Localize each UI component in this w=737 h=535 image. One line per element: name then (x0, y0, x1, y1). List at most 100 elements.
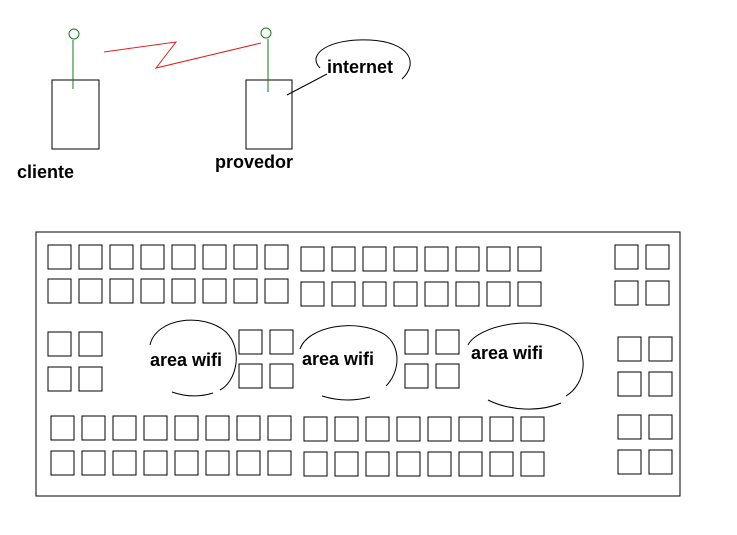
building-cell (365, 416, 390, 442)
building-cell (112, 450, 137, 476)
wifi-area-3-icon (467, 322, 584, 397)
building-cell (47, 331, 72, 357)
wifi-area-1-label: area wifi (150, 350, 222, 370)
building-cell (109, 244, 134, 270)
building-cell (140, 278, 165, 304)
building-cell (520, 451, 545, 477)
building-cell (81, 450, 106, 476)
building-cell (648, 371, 673, 397)
radio-link-icon (103, 41, 262, 69)
wifi-area-2-bottom (321, 395, 371, 401)
building-cell (303, 451, 328, 477)
provider-label: provedor (215, 152, 293, 172)
building-cell (645, 280, 670, 306)
building-cell (334, 451, 359, 477)
wifi-area-3-label: area wifi (471, 343, 543, 363)
building-cell (424, 281, 449, 307)
building-cell (331, 281, 356, 307)
building-cell (47, 244, 72, 270)
building-cell (617, 371, 642, 397)
building-cell (303, 416, 328, 442)
building-cell (404, 363, 429, 389)
building-cell (396, 416, 421, 442)
building-cell (362, 246, 387, 272)
building-cell (174, 450, 199, 476)
building-cell (489, 451, 514, 477)
building-cell (47, 366, 72, 392)
wifi-area-1-bottom (171, 391, 214, 397)
building-cell (202, 244, 227, 270)
client-label: cliente (17, 162, 74, 182)
building-cell (455, 281, 480, 307)
wifi-area-2-label: area wifi (302, 349, 374, 369)
building-cell (648, 414, 673, 440)
building-cell (486, 246, 511, 272)
building-cell (614, 280, 639, 306)
building-cell (236, 450, 261, 476)
building-cell (617, 449, 642, 475)
building-cell (50, 415, 75, 441)
building-cell (267, 415, 292, 441)
building-cell (331, 246, 356, 272)
building-cell (238, 363, 263, 389)
building-cell (365, 451, 390, 477)
building-cell (171, 244, 196, 270)
building-cell (264, 244, 289, 270)
building-cell (300, 281, 325, 307)
building-cell (267, 450, 292, 476)
building-cell (202, 278, 227, 304)
building-cell (435, 363, 460, 389)
building-cell (455, 246, 480, 272)
building-cell (486, 281, 511, 307)
building-cell (520, 416, 545, 442)
building-cell (458, 451, 483, 477)
building-cell (233, 278, 258, 304)
client-antenna-tip-icon (68, 28, 80, 40)
building-cell (78, 244, 103, 270)
building-cell (264, 278, 289, 304)
provider-antenna-tip-icon (260, 27, 272, 39)
building-cells (47, 244, 673, 477)
internet-cloud-icon (315, 39, 411, 80)
building-cell (174, 415, 199, 441)
building-cell (617, 336, 642, 362)
building-cell (393, 246, 418, 272)
building-cell (205, 450, 230, 476)
building-cell (109, 278, 134, 304)
client-device-box (51, 79, 100, 150)
building-cell (614, 244, 639, 270)
building-cell (300, 246, 325, 272)
building-cell (143, 415, 168, 441)
building-cell (238, 329, 263, 355)
building-cell (269, 329, 294, 355)
building-cell (236, 415, 261, 441)
building-cell (81, 415, 106, 441)
building-cell (171, 278, 196, 304)
internet-label: internet (327, 57, 393, 77)
building-cell (334, 416, 359, 442)
building-cell (435, 329, 460, 355)
building-cell (233, 244, 258, 270)
building-cell (458, 416, 483, 442)
building-cell (427, 416, 452, 442)
wifi-area-2-icon (299, 325, 398, 387)
building-cell (269, 363, 294, 389)
provider-device-box (245, 79, 293, 150)
building-cell (362, 281, 387, 307)
building-cell (78, 366, 103, 392)
building-cell (645, 244, 670, 270)
building-cell (140, 244, 165, 270)
building-cell (396, 451, 421, 477)
building-cell (50, 450, 75, 476)
building-cell (424, 246, 449, 272)
building-cell (404, 329, 429, 355)
building-cell (648, 336, 673, 362)
building-cell (143, 450, 168, 476)
building-cell (617, 414, 642, 440)
building-cell (517, 281, 542, 307)
building-cell (47, 278, 72, 304)
building-cell (517, 246, 542, 272)
wifi-area-1-icon (149, 319, 237, 391)
building-cell (78, 331, 103, 357)
